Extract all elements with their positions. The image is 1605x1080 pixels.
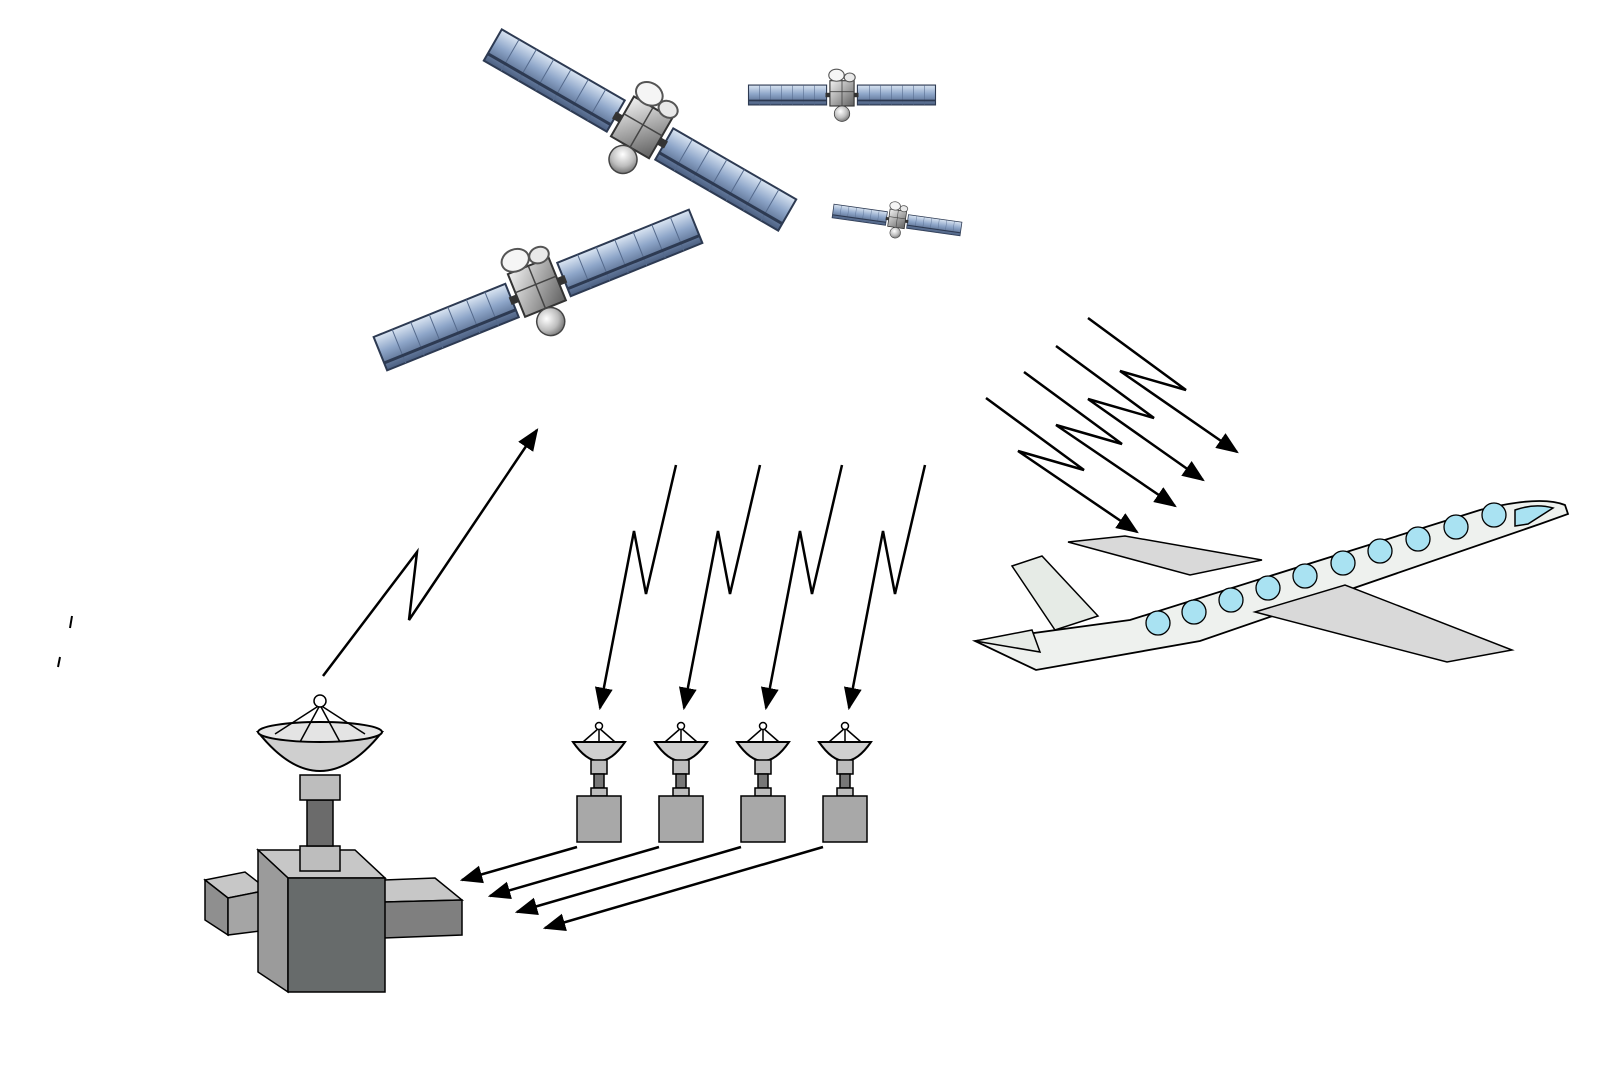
signal-arrow-icon [1055, 344, 1205, 482]
signal-arrow-icon [487, 845, 660, 900]
satellite-icon [747, 68, 937, 123]
signal-arrow-icon [1023, 370, 1177, 508]
reference-receiver-icon [654, 721, 708, 843]
signal-arrow-icon [843, 464, 927, 711]
data-link-group [459, 845, 824, 931]
satellite-icon [361, 181, 716, 400]
signal-arrow-icon [985, 396, 1139, 534]
reference-receiver-icon [572, 721, 626, 843]
signal-arrow-icon [514, 845, 742, 916]
signal-arrow-icon [760, 464, 844, 711]
satellite-icon [829, 192, 965, 248]
ground-station-icon [203, 694, 465, 994]
reference-receiver-group [572, 721, 872, 843]
reference-receiver-icon [736, 721, 790, 843]
signal-arrow-icon [594, 464, 678, 711]
signal-arrow-icon [542, 845, 824, 931]
edge-marks [57, 615, 73, 668]
reference-receiver-icon [818, 721, 872, 843]
airplane-windows [1145, 502, 1507, 636]
uplink-signal-arrow [322, 428, 539, 677]
satellite-icon [467, 2, 813, 259]
signal-arrow-icon [459, 845, 578, 884]
downlink-signal-group [594, 464, 927, 711]
aircraft-signal-group [985, 316, 1239, 534]
airplane-icon [971, 500, 1570, 671]
signal-arrow-icon [1087, 316, 1239, 454]
signal-arrow-icon [678, 464, 762, 711]
satellite-group [361, 2, 965, 400]
